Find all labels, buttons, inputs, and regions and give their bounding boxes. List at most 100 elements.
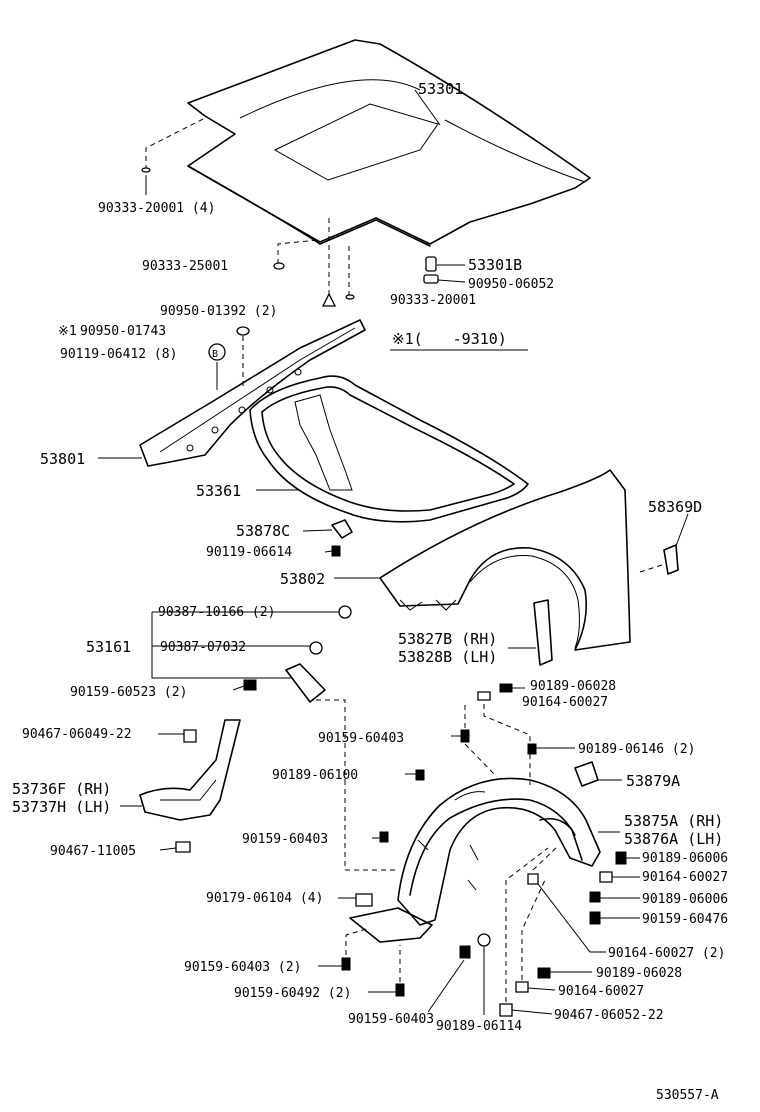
clip-60027-mid (599, 871, 613, 883)
clip-01743-part (236, 326, 250, 336)
clip-60027-2 (527, 873, 539, 885)
label-06412-badge: B (212, 349, 218, 360)
screw-60523 (243, 679, 257, 691)
label-note: ※1( -9310) (392, 330, 507, 348)
dash-06052-22 (505, 847, 549, 1002)
label-60027-top: 90164-60027 (522, 695, 608, 710)
label-53161: 53161 (86, 638, 131, 656)
label-07032: 90387-07032 (160, 640, 246, 655)
hood-leader (414, 89, 441, 126)
clip-60027-bot (515, 981, 529, 993)
label-58369d: 58369D (648, 498, 702, 516)
leader-60523 (232, 685, 245, 691)
leader-11005 (159, 847, 177, 851)
label-06146: 90189-06146 (2) (578, 742, 695, 757)
label-60027-mid: 90164-60027 (642, 870, 728, 885)
label-60403-c: 90159-60403 (2) (184, 960, 301, 975)
label-01743: 90950-01743 (80, 324, 166, 339)
label-60492: 90159-60492 (2) (234, 986, 351, 1001)
dash-60403-a (464, 705, 496, 776)
label-60403-d: 90159-60403 (348, 1012, 434, 1027)
label-53878c: 53878C (236, 522, 290, 540)
label-06614: 90119-06614 (206, 545, 292, 560)
leader-60027-2 (534, 879, 606, 953)
label-06052: 90950-06052 (468, 277, 554, 292)
dash-60027-bot (521, 879, 546, 980)
liner-53827b (533, 599, 553, 666)
label-60523: 90159-60523 (2) (70, 685, 187, 700)
clip-06052-22 (499, 1003, 513, 1017)
label-06049: 90467-06049-22 (22, 727, 132, 742)
label-60476: 90159-60476 (642, 912, 728, 927)
label-53301b: 53301B (468, 256, 522, 274)
bolt-06028-bot (537, 967, 551, 979)
label-60403-a: 90159-60403 (318, 731, 404, 746)
screw-60403-d (459, 945, 471, 959)
label-hood: 53301 (418, 80, 463, 98)
label-01743-mark: ※1 (58, 324, 77, 339)
screw-60492 (395, 983, 405, 997)
label-06028-bot: 90189-06028 (596, 966, 682, 981)
bracket-53879a (574, 761, 599, 787)
seal-weatherstrip (249, 375, 529, 523)
label-25001: 90333-25001 (142, 259, 228, 274)
screw-20001-left (141, 167, 151, 173)
leader-58369d (675, 513, 689, 547)
label-06412: 90119-06412 (8) (60, 347, 177, 362)
label-53879a: 53879A (626, 772, 680, 790)
label-06114: 90189-06114 (436, 1019, 522, 1034)
bracket-58369d (663, 544, 679, 575)
hood-clip (423, 274, 439, 284)
label-01392: 90950-01392 (2) (160, 304, 277, 319)
dash-06028 (483, 704, 531, 785)
label-10166: 90387-10166 (2) (158, 605, 275, 620)
label-06052-22: 90467-06052-22 (554, 1008, 664, 1023)
bolt-06146 (527, 743, 537, 755)
label-53828b: 53828B (LH) (398, 648, 497, 666)
liner-bottom-plate (349, 907, 433, 943)
leader-06052-22 (511, 1009, 553, 1015)
leader-06614 (324, 550, 333, 553)
dash-53161 (316, 699, 346, 780)
screw-60403-c (341, 957, 351, 971)
label-20001-right: 90333-20001 (390, 293, 476, 308)
nut-06104 (355, 893, 373, 907)
screw-60403-a (460, 729, 470, 743)
leader-60027-bot (527, 987, 556, 991)
screw-25001 (273, 262, 285, 270)
clip-01392 (321, 292, 337, 307)
fender-rh (379, 469, 631, 651)
bolt-06614 (331, 545, 341, 557)
clip-06049 (183, 729, 197, 743)
bolt-06006-a (615, 851, 627, 865)
bolt-06006-b (589, 891, 601, 903)
screw-20001-right (345, 294, 355, 300)
label-11005: 90467-11005 (50, 844, 136, 859)
bolt-06100 (415, 769, 425, 781)
hood-panel (187, 39, 591, 247)
dash-58369d (639, 563, 666, 573)
screw-60403-b (379, 831, 389, 843)
leader-60403-d (427, 959, 465, 1013)
leader-53878c (302, 529, 333, 532)
label-53361: 53361 (196, 482, 241, 500)
label-60027-2: 90164-60027 (2) (608, 946, 725, 961)
bolt-06114 (477, 933, 491, 947)
plate-53161 (285, 663, 326, 703)
clip-11005 (175, 841, 191, 853)
label-53802: 53802 (280, 570, 325, 588)
label-06006-a: 90189-06006 (642, 851, 728, 866)
label-53737h: 53737H (LH) (12, 798, 111, 816)
clip-06412-badge (208, 343, 226, 361)
label-06104: 90179-06104 (4) (206, 891, 323, 906)
screw-07032 (309, 641, 323, 655)
screw-10166 (338, 605, 352, 619)
dash-hood-left (145, 116, 208, 170)
label-06006-b: 90189-06006 (642, 892, 728, 907)
hood-bumper (425, 256, 437, 272)
label-53876a: 53876A (LH) (624, 830, 723, 848)
shield-53736f (139, 719, 241, 821)
label-06028-top: 90189-06028 (530, 679, 616, 694)
dash-hood-mid (277, 239, 319, 264)
